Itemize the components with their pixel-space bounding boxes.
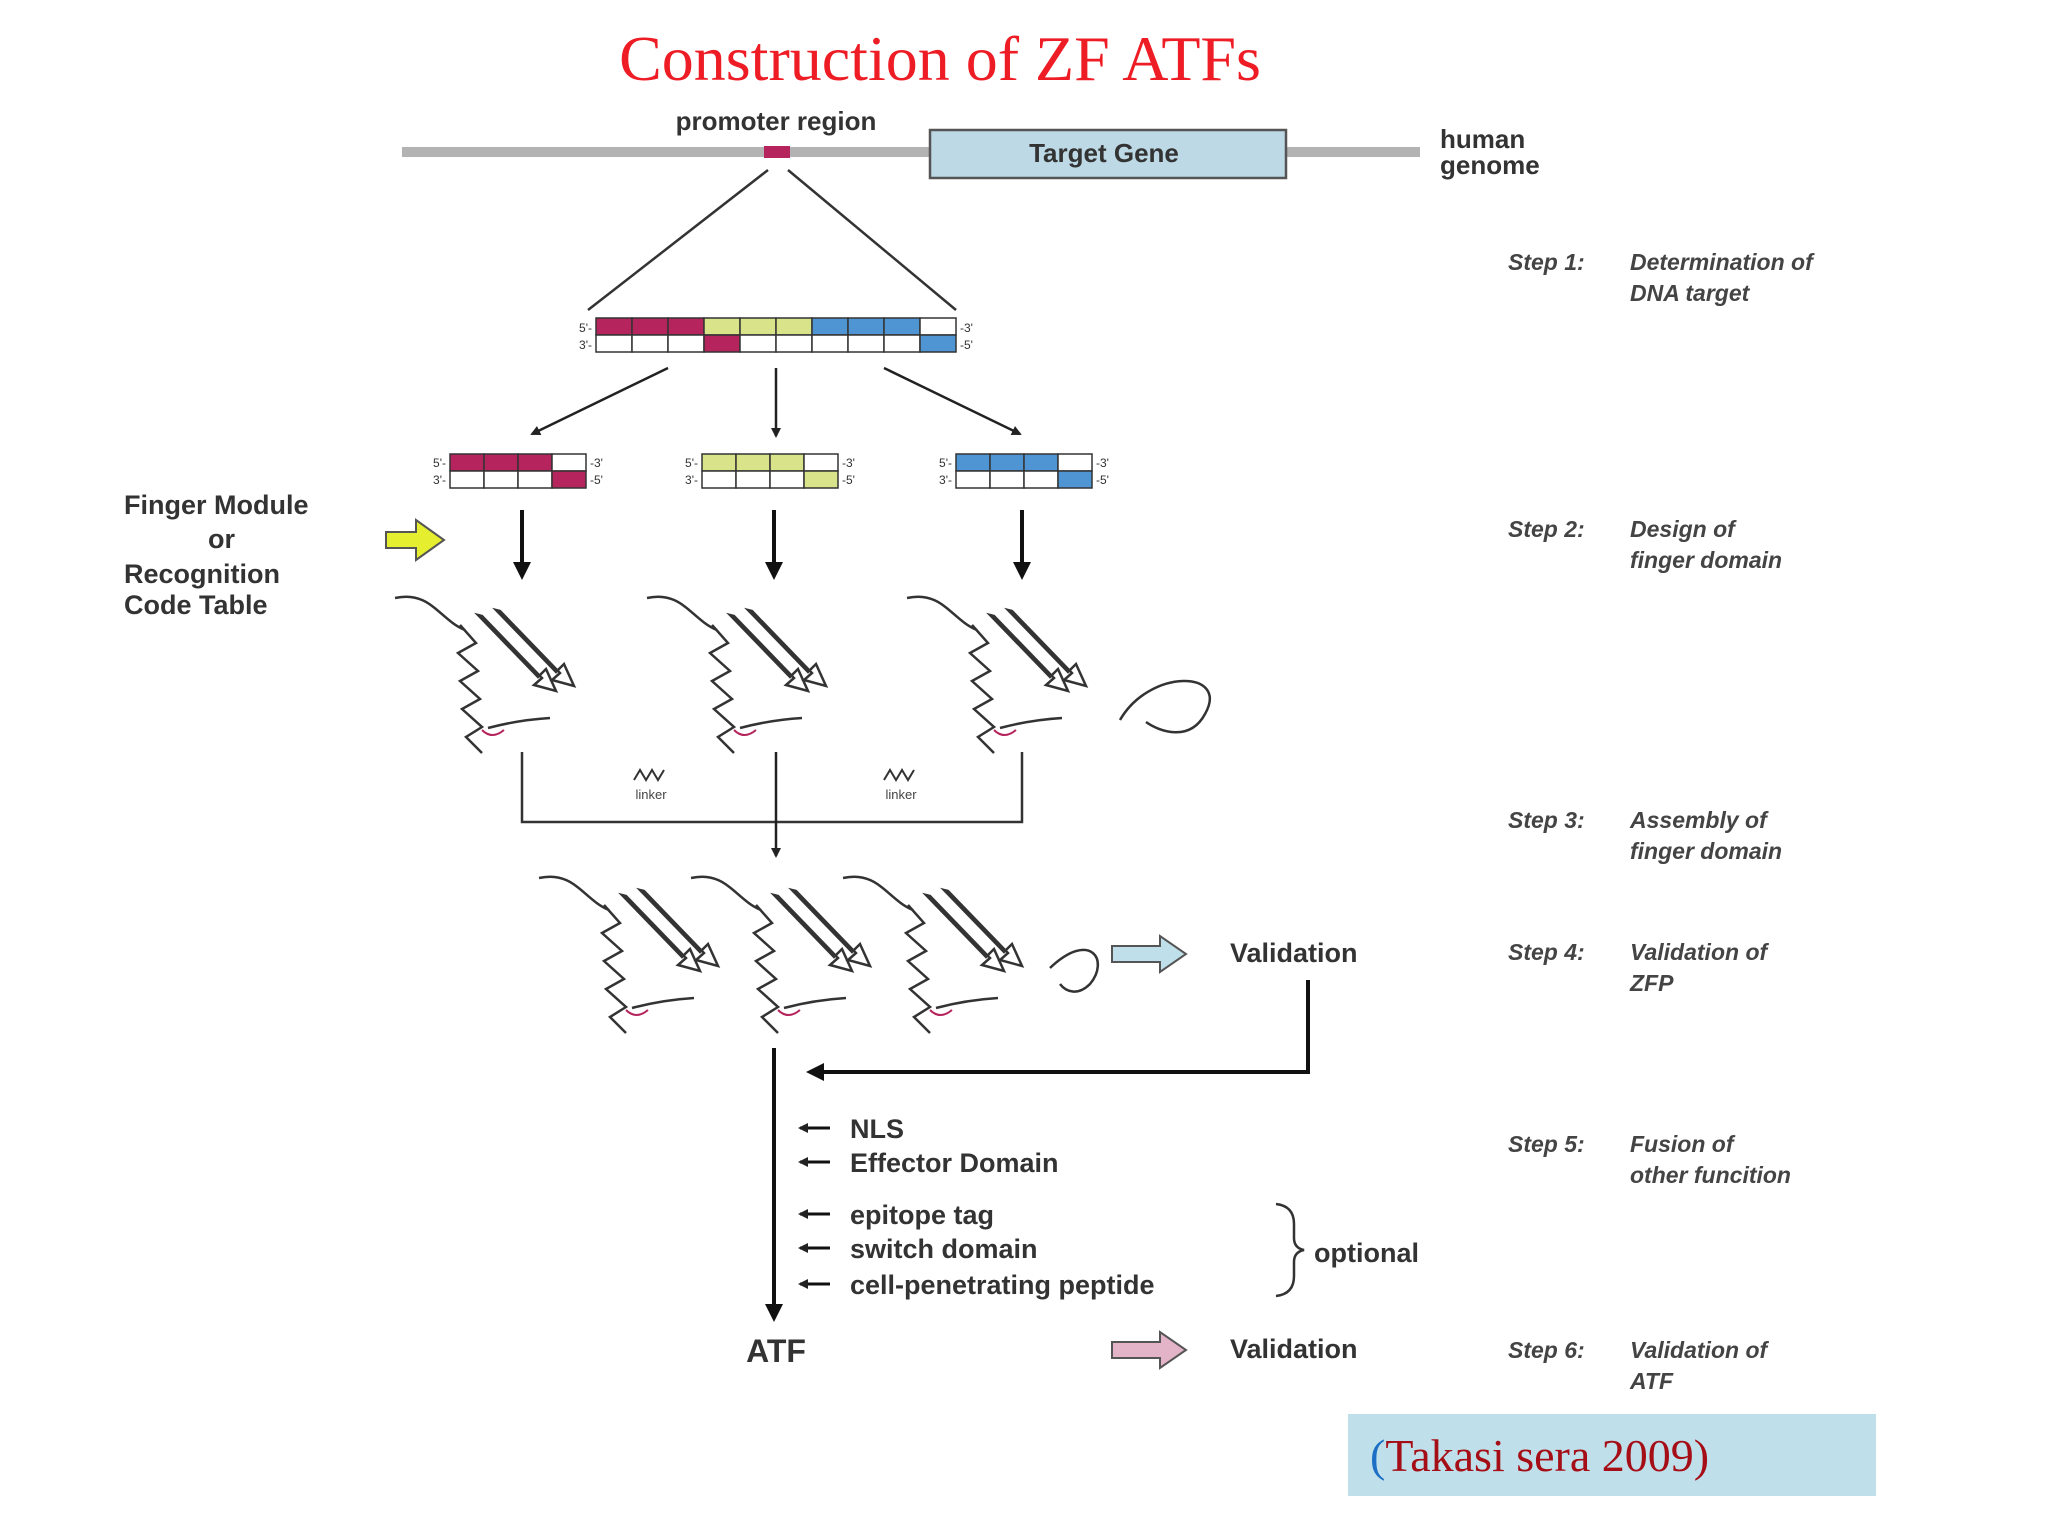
fusion-item-nls: NLS: [850, 1114, 904, 1144]
step-3-label: Step 3:: [1508, 807, 1585, 833]
subsite3-3prime: 3'-: [939, 473, 952, 487]
zinc-finger-3: [905, 595, 1088, 755]
step-4-label: Step 4:: [1508, 939, 1585, 965]
validation-return-arrow: [806, 980, 1310, 1081]
fusion-item-switch-domain: switch domain: [850, 1234, 1038, 1264]
step-5-line1: Fusion of: [1630, 1131, 1736, 1157]
atf-label: ATF: [746, 1333, 806, 1369]
step-1-line1: Determination of: [1630, 249, 1815, 275]
fusion-item-effector-domain: Effector Domain: [850, 1148, 1059, 1178]
subsite1-5prime: 5'-: [433, 456, 446, 470]
step-1-line2: DNA target: [1630, 280, 1751, 306]
subsite-blue: [955, 453, 1093, 489]
step-5-label: Step 5:: [1508, 1131, 1585, 1157]
zfp-finger-3: [841, 875, 1024, 1035]
validation-arrow-1: [1111, 934, 1188, 974]
genome-label-line2: genome: [1440, 150, 1540, 180]
split-arrow-right: [883, 366, 1022, 436]
dna-5prime-end: -5': [960, 338, 973, 352]
citation-open-paren: (: [1370, 1429, 1386, 1481]
subsite1-3prime-end: -3': [590, 456, 603, 470]
zfp-finger-1: [537, 875, 720, 1035]
dna-target-9bp: [595, 317, 957, 353]
linker-label-1: linker: [635, 787, 667, 802]
finger-module-line1: Finger Module: [124, 490, 309, 520]
validation-label-1: Validation: [1230, 938, 1358, 968]
step-5-line2: other funcition: [1630, 1162, 1791, 1188]
dna-3prime-bottom: 3'-: [579, 338, 592, 352]
citation-text: Takasi sera 2009): [1385, 1429, 1710, 1481]
subsite3-3prime-end: -3': [1096, 456, 1109, 470]
page-title: Construction of ZF ATFs: [619, 23, 1261, 94]
assembly-bracket: [520, 752, 1024, 824]
fusion-item-cell-penetrating-peptide: cell-penetrating peptide: [850, 1270, 1155, 1300]
dna-5prime-top: 5'-: [579, 321, 592, 335]
subsite1-3prime: 3'-: [433, 473, 446, 487]
finger-module-line3: Recognition: [124, 559, 280, 589]
validation-arrow-2: [1111, 1330, 1188, 1370]
step-3-line1: Assembly of: [1629, 807, 1769, 833]
zinc-finger-3-tail: [1118, 679, 1211, 734]
step-3-line2: finger domain: [1630, 838, 1782, 864]
subsite3-5prime: 5'-: [939, 456, 952, 470]
genome-label-line1: human: [1440, 124, 1525, 154]
optional-brace: [1275, 1202, 1305, 1298]
linker-squiggle-2: [883, 768, 915, 782]
linker-squiggle-1: [633, 768, 665, 782]
step-2-line2: finger domain: [1630, 547, 1782, 573]
citation-box: (Takasi sera 2009): [1348, 1414, 1876, 1496]
subsite2-5prime-end: -5': [842, 473, 855, 487]
zoom-line-right: [787, 169, 957, 311]
finger-module-arrow: [385, 518, 446, 562]
step-6-line2: ATF: [1629, 1368, 1674, 1394]
step-6-line1: Validation of: [1630, 1337, 1769, 1363]
subsite3-5prime-end: -5': [1096, 473, 1109, 487]
dna-3prime-end: -3': [960, 321, 973, 335]
finger-module-line4: Code Table: [124, 590, 268, 620]
step-4-line2: ZFP: [1629, 970, 1674, 996]
promoter-target-site: [764, 146, 790, 158]
zoom-line-left: [587, 169, 769, 311]
zinc-finger-1: [393, 595, 576, 755]
step-2-line1: Design of: [1630, 516, 1737, 542]
subsite-yellow: [701, 453, 839, 489]
step-6-label: Step 6:: [1508, 1337, 1585, 1363]
promoter-label: promoter region: [676, 106, 877, 136]
split-arrow-left: [530, 366, 669, 436]
subsite2-3prime-end: -3': [842, 456, 855, 470]
subsite1-5prime-end: -5': [590, 473, 603, 487]
linker-label-2: linker: [885, 787, 917, 802]
fusion-list: NLS Effector Domain epitope tag switch d…: [798, 1114, 1155, 1300]
step-4-line1: Validation of: [1630, 939, 1769, 965]
fusion-item-epitope-tag: epitope tag: [850, 1200, 994, 1230]
steps-column: Step 1: Determination of DNA target Step…: [1508, 249, 1815, 1394]
step-1-label: Step 1:: [1508, 249, 1585, 275]
subsite2-3prime: 3'-: [685, 473, 698, 487]
zfp-tail: [1049, 948, 1100, 993]
finger-module-line2: or: [208, 524, 235, 554]
step-2-label: Step 2:: [1508, 516, 1585, 542]
subsite-magenta: [449, 453, 587, 489]
zinc-finger-2: [645, 595, 828, 755]
target-gene-box: [928, 128, 1288, 180]
validation-label-2: Validation: [1230, 1334, 1358, 1364]
target-gene-label: Target Gene: [1029, 138, 1179, 168]
subsite2-5prime: 5'-: [685, 456, 698, 470]
zfp-finger-2: [689, 875, 872, 1035]
optional-label: optional: [1314, 1238, 1419, 1268]
